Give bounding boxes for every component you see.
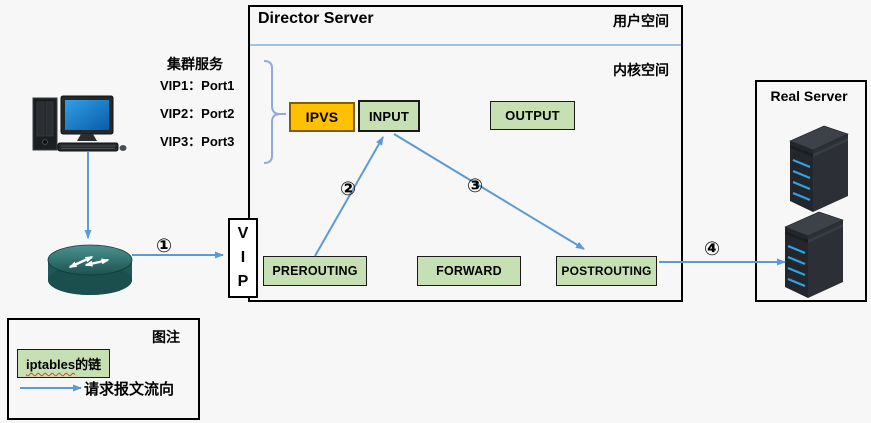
- forward-chain-box: FORWARD: [417, 256, 521, 286]
- iptables-chain-legend-chip: iptables的链: [17, 349, 111, 378]
- cluster-vip2-label: VIP2：Port2: [160, 106, 235, 121]
- iptables-label: iptables: [26, 357, 76, 372]
- legend-box: 图注 iptables的链 请求报文流向: [7, 318, 200, 420]
- real-server-title: Real Server: [770, 88, 848, 104]
- router-icon: [47, 244, 133, 295]
- ipvs-box: IPVS: [289, 102, 355, 132]
- vip-letter-p: P: [237, 273, 249, 290]
- cluster-vip1-label: VIP1：Port1: [160, 78, 235, 93]
- legend-title: 图注: [152, 329, 180, 345]
- server-tower-icon: [784, 211, 844, 298]
- flow-step-3: ③: [467, 175, 484, 197]
- prerouting-chain-box: PREROUTING: [263, 256, 367, 286]
- flow-step-2: ②: [340, 178, 357, 200]
- vip-letter-v: V: [237, 225, 249, 242]
- vip-letter-i: I: [240, 249, 246, 266]
- input-chain-box: INPUT: [358, 100, 420, 132]
- user-space-label: 用户空间: [613, 13, 669, 29]
- kernel-space-label: 内核空间: [613, 62, 669, 78]
- director-server-box: Director Server 用户空间 内核空间 IPVS INPUT OUT…: [248, 5, 683, 302]
- user-kernel-divider: [250, 44, 681, 46]
- cluster-vip3-label: VIP3：Port3: [160, 134, 235, 149]
- postrouting-chain-box: POSTROUTING: [556, 256, 657, 286]
- chain-suffix-label: 的链: [75, 357, 102, 372]
- flow-step-1: ①: [156, 235, 173, 257]
- vip-box: V I P: [228, 218, 258, 298]
- cluster-service-heading: 集群服务: [167, 56, 223, 72]
- server-tower-icon: [789, 125, 849, 212]
- real-server-box: Real Server: [755, 80, 867, 302]
- output-chain-box: OUTPUT: [490, 101, 575, 130]
- request-flow-legend-label: 请求报文流向: [84, 381, 175, 398]
- flow-step-4: ④: [704, 238, 721, 260]
- desktop-computer-icon: [32, 95, 127, 152]
- director-server-title: Director Server: [258, 10, 374, 27]
- flow-arrow-sample-icon: [20, 384, 82, 392]
